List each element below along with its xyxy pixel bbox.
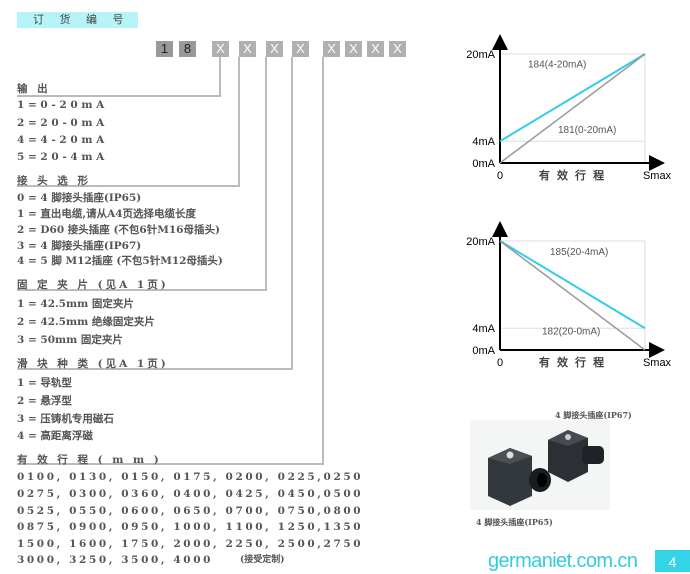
option-item: 4 = 高距离浮磁 bbox=[17, 430, 93, 442]
code-placeholder-box: X bbox=[323, 41, 340, 57]
x-tick-label: Smax bbox=[643, 357, 672, 369]
option-item: 0 = 4 脚接头插座(IP65) bbox=[17, 192, 142, 204]
connector-photo bbox=[470, 420, 610, 510]
connector-line bbox=[17, 185, 240, 187]
code-placeholder-box: X bbox=[389, 41, 406, 57]
series-label: 184(4-20mA) bbox=[528, 60, 586, 71]
option-item: 4 = 4 - 2 0 m A bbox=[17, 134, 105, 146]
y-tick-label: 0mA bbox=[472, 158, 495, 170]
stroke-custom-note: (接受定制) bbox=[240, 555, 285, 565]
x-axis-label: 有 效 行 程 bbox=[539, 168, 606, 182]
option-item: 2 = 42.5mm 绝缘固定夹片 bbox=[17, 316, 155, 328]
section-title: 滑 块 种 类 (见A 1页) bbox=[17, 358, 169, 370]
option-item: 3 = 50mm 固定夹片 bbox=[17, 334, 123, 346]
connector-line bbox=[17, 289, 267, 291]
code-placeholder-box: X bbox=[292, 41, 309, 57]
x-axis-label: 有 效 行 程 bbox=[539, 355, 606, 369]
stroke-values-row: 1500, 1600, 1750, 2000, 2250, 2500,2750 bbox=[17, 538, 364, 550]
connector-line bbox=[291, 57, 293, 370]
code-digit-box: 1 bbox=[156, 41, 173, 57]
x-tick-label: 0 bbox=[497, 170, 503, 182]
option-item: 1 = 0 - 2 0 m A bbox=[17, 99, 105, 111]
series-label: 181(0-20mA) bbox=[558, 125, 616, 136]
connector-line bbox=[219, 57, 221, 97]
stroke-values-row: 0100, 0130, 0150, 0175, 0200, 0225,0250 bbox=[17, 471, 364, 483]
connector-line bbox=[17, 95, 221, 97]
photo-caption-ip67: 4 脚接头插座(IP67) bbox=[555, 410, 632, 420]
option-item: 3 = 压铸机专用磁石 bbox=[17, 413, 114, 425]
x-tick-label: Smax bbox=[643, 170, 672, 182]
stroke-values-row: 0875, 0900, 0950, 1000, 1100, 1250,1350 bbox=[17, 521, 364, 533]
option-item: 5 = 2 0 - 4 m A bbox=[17, 151, 105, 163]
photo-caption-ip65: 4 脚接头插座(IP65) bbox=[476, 517, 553, 527]
section-title: 有 效 行 程 ( m m ) bbox=[17, 454, 162, 466]
page-number: 4 bbox=[655, 550, 690, 572]
series-line bbox=[499, 53, 646, 164]
code-placeholder-box: X bbox=[367, 41, 384, 57]
option-item: 1 = 直出电缆,请从A4页选择电缆长度 bbox=[17, 208, 197, 220]
y-tick-label: 4mA bbox=[472, 136, 495, 148]
option-item: 1 = 42.5mm 固定夹片 bbox=[17, 298, 134, 310]
connector-line bbox=[265, 57, 267, 291]
ip67-connector-image bbox=[548, 430, 604, 482]
y-tick-label: 20mA bbox=[466, 236, 495, 248]
stroke-values-row: 0525, 0550, 0600, 0650, 0700, 0750,0800 bbox=[17, 505, 364, 517]
connector-line bbox=[238, 57, 240, 187]
series-label: 182(20-0mA) bbox=[542, 327, 600, 338]
footer-website[interactable]: germaniet.com.cn bbox=[488, 550, 638, 572]
code-placeholder-box: X bbox=[239, 41, 256, 57]
series-label: 185(20-4mA) bbox=[550, 247, 608, 258]
code-placeholder-box: X bbox=[266, 41, 283, 57]
option-item: 2 = 悬浮型 bbox=[17, 395, 72, 407]
y-tick-label: 20mA bbox=[466, 49, 495, 61]
y-tick-label: 0mA bbox=[472, 345, 495, 357]
series-line bbox=[499, 53, 646, 143]
option-item: 2 = 2 0 - 0 m A bbox=[17, 117, 105, 129]
ip65-connector-image bbox=[488, 448, 551, 506]
x-tick-label: 0 bbox=[497, 357, 503, 369]
code-placeholder-box: X bbox=[345, 41, 362, 57]
section-title: 输 出 bbox=[17, 83, 51, 95]
option-item: 1 = 导轨型 bbox=[17, 377, 72, 389]
connector-line bbox=[17, 463, 324, 465]
option-item: 4 = 5 脚 M12插座 (不包5针M12母插头) bbox=[17, 255, 223, 267]
option-item: 3 = 4 脚接头插座(IP67) bbox=[17, 240, 142, 252]
series-line bbox=[499, 240, 646, 330]
code-placeholder-box: X bbox=[212, 41, 229, 57]
connector-line bbox=[17, 368, 293, 370]
stroke-values-row: 0275, 0300, 0360, 0400, 0425, 0450,0500 bbox=[17, 488, 364, 500]
series-line bbox=[499, 240, 646, 351]
section-title: 接 头 选 形 bbox=[17, 175, 91, 187]
code-digit-box: 8 bbox=[179, 41, 196, 57]
section-title: 固 定 夹 片 (见A 1页) bbox=[17, 279, 169, 291]
option-item: 2 = D60 接头插座 (不包6针M16母插头) bbox=[17, 224, 220, 236]
order-code-header: 订 货 编 号 bbox=[17, 12, 138, 28]
y-tick-label: 4mA bbox=[472, 323, 495, 335]
stroke-values-row: 3000, 3250, 3500, 4000 bbox=[17, 554, 214, 566]
connector-line bbox=[322, 57, 324, 465]
